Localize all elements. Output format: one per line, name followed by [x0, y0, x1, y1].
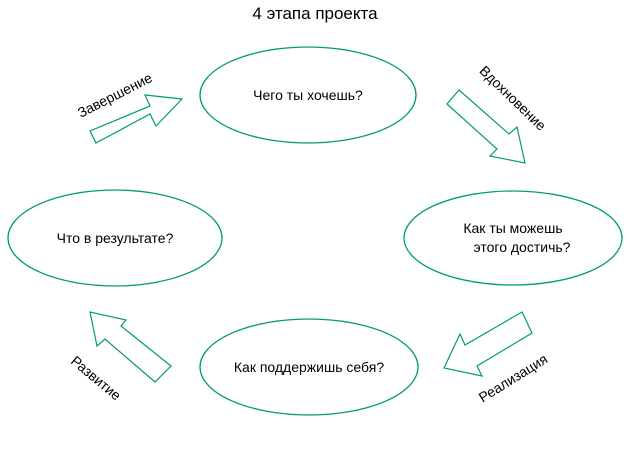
arrow-development [89, 311, 172, 383]
node-achieve-ellipse [403, 190, 623, 286]
node-result-ellipse [7, 189, 223, 287]
diagram-title: 4 этапа проекта [252, 4, 378, 23]
arrow-inspiration [446, 89, 526, 164]
node-result-text: Что в результате? [56, 230, 174, 246]
arrow-realization [443, 311, 533, 377]
node-support-ellipse [199, 318, 419, 416]
node-want-ellipse [199, 46, 417, 144]
node-achieve-line1: Как ты можешь [463, 220, 563, 236]
node-achieve-line2: этого достичь? [473, 239, 571, 255]
arrow-completion [89, 94, 184, 144]
node-want-text: Чего ты хочешь? [253, 87, 363, 103]
node-achieve-text: Как ты можешь этого достичь? [423, 219, 603, 257]
node-support-text: Как поддержишь себя? [233, 359, 385, 375]
